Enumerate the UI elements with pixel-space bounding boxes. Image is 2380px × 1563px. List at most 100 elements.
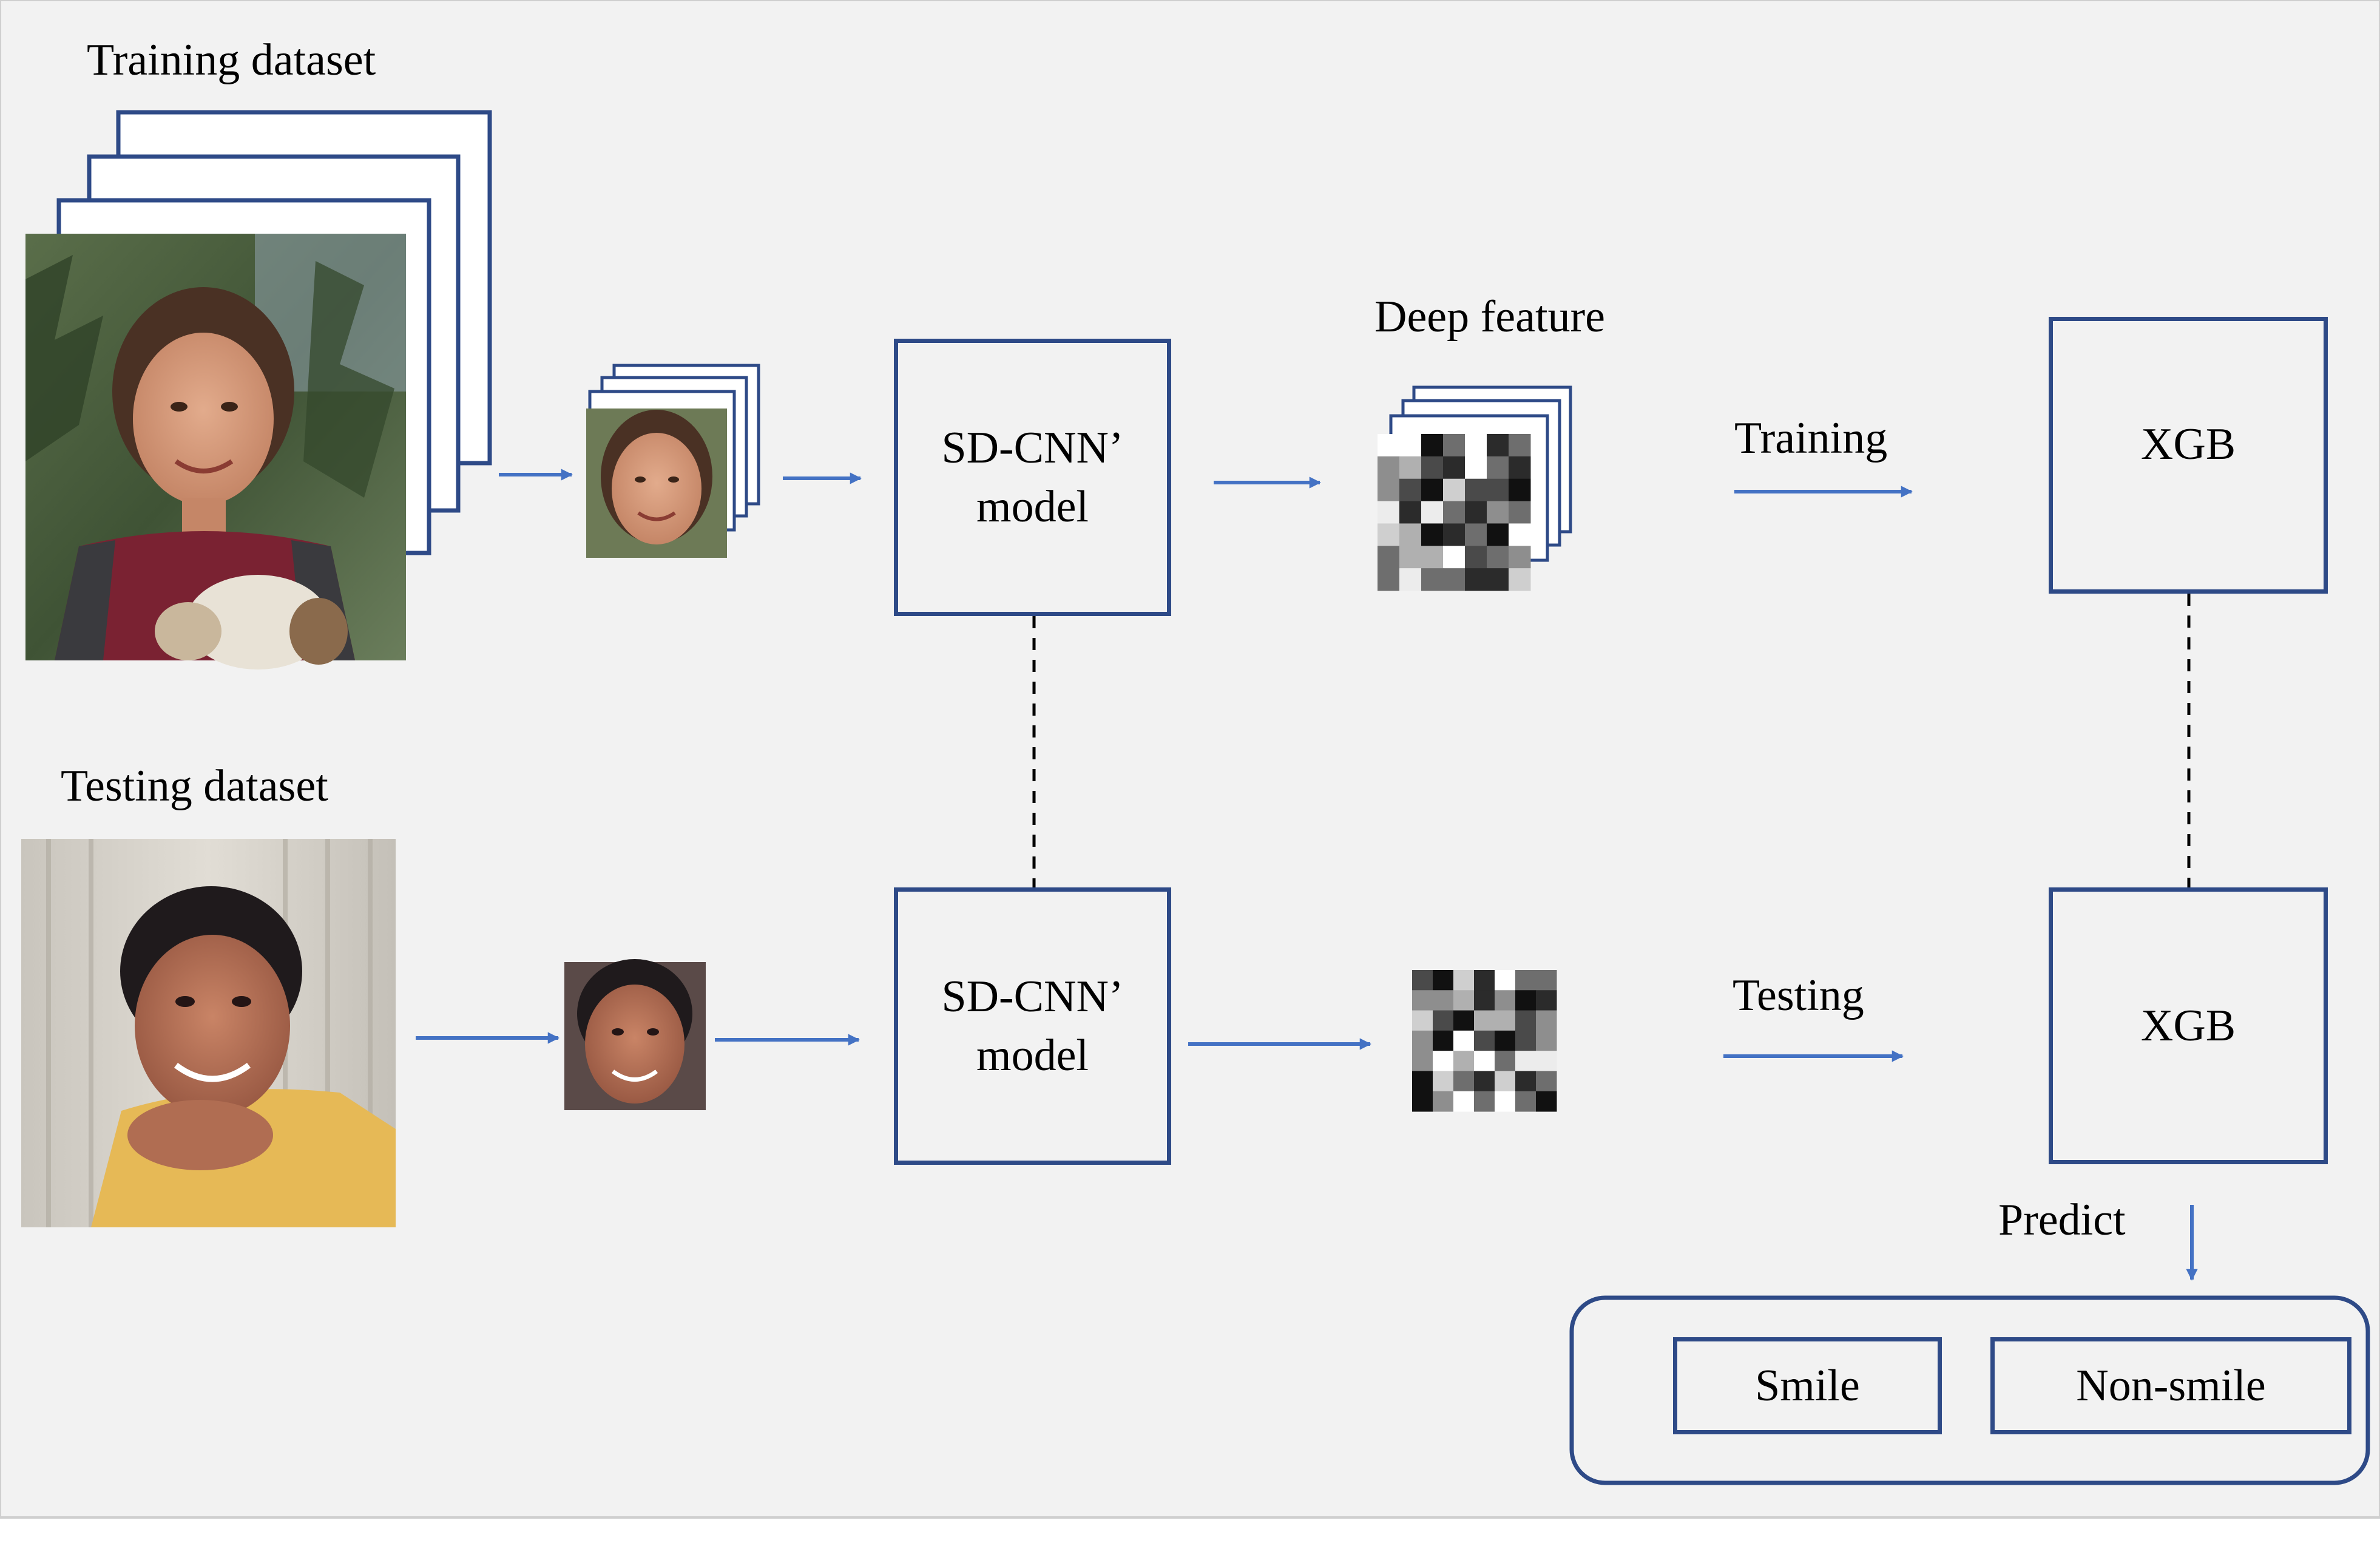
- feature-map-cell: [1378, 546, 1400, 569]
- feature-map-cell: [1487, 434, 1509, 457]
- output-container: [1569, 1295, 2370, 1485]
- feature-map-cell: [1465, 501, 1487, 524]
- feature-map-cell: [1536, 1010, 1557, 1031]
- feature-map-cell: [1465, 523, 1487, 546]
- feature-map-cell: [1536, 1051, 1557, 1071]
- feature-map-cell: [1421, 478, 1444, 502]
- testing-arrow-label: Testing: [1733, 971, 1864, 1020]
- feature-map-cell: [1487, 568, 1509, 591]
- feature-map-cell: [1412, 1051, 1433, 1071]
- feature-map-cell: [1443, 501, 1466, 524]
- xgb-label: XGB: [2140, 1000, 2236, 1051]
- feature-map-cell: [1536, 970, 1557, 991]
- feature-map-cell: [1515, 1010, 1537, 1031]
- feature-map-cell: [1399, 501, 1422, 524]
- feature-map-cell: [1421, 546, 1444, 569]
- feature-map-cell: [1421, 434, 1444, 457]
- smile-label: Smile: [1755, 1360, 1860, 1411]
- feature-map-cell: [1536, 990, 1557, 1011]
- feature-map-cell: [1465, 456, 1487, 480]
- feature-map-cell: [1495, 970, 1516, 991]
- woman-face-crop: [586, 409, 727, 558]
- feature-map-cell: [1453, 1051, 1475, 1071]
- feature-map-cell: [1515, 990, 1537, 1011]
- feature-map-cell: [1399, 478, 1422, 502]
- feature-map-cell: [1495, 990, 1516, 1011]
- feature-map-cell: [1421, 568, 1444, 591]
- feature-map-cell: [1509, 478, 1531, 502]
- feature-map-cell: [1453, 1071, 1475, 1092]
- testing-dataset-label: Testing dataset: [61, 761, 328, 811]
- feature-map-cell: [1509, 501, 1531, 524]
- predict-label: Predict: [1998, 1195, 2126, 1245]
- feature-map-cell: [1465, 434, 1487, 457]
- feature-map-cell: [1433, 1091, 1454, 1112]
- feature-map-cell: [1465, 478, 1487, 502]
- feature-map-cell: [1378, 523, 1400, 546]
- feature-map-cell: [1443, 546, 1466, 569]
- non-smile-class-box: Non-smile: [1990, 1337, 2351, 1434]
- feature-map-cell: [1495, 1071, 1516, 1092]
- feature-map-cell: [1509, 434, 1531, 457]
- feature-map-cell: [1495, 1051, 1516, 1071]
- feature-map-cell: [1412, 1030, 1433, 1051]
- feature-map-cell: [1421, 456, 1444, 480]
- feature-map-cell: [1474, 1010, 1495, 1031]
- feature-map-cell: [1515, 970, 1537, 991]
- feature-map-cell: [1474, 990, 1495, 1011]
- feature-map-cell: [1515, 1051, 1537, 1071]
- feature-map-cell: [1412, 1071, 1433, 1092]
- feature-map-cell: [1474, 1091, 1495, 1112]
- feature-map-cell: [1474, 1071, 1495, 1092]
- feature-map-cell: [1453, 1091, 1475, 1112]
- man-photo: [21, 839, 396, 1227]
- feature-map-cell: [1453, 970, 1475, 991]
- feature-map-cell: [1515, 1071, 1537, 1092]
- feature-map-cell: [1536, 1071, 1557, 1092]
- feature-map-cell: [1412, 970, 1433, 991]
- feature-map-cell: [1443, 478, 1466, 502]
- man-face-crop: [564, 959, 706, 1110]
- feature-map-cell: [1453, 1010, 1475, 1031]
- feature-map-cell: [1378, 456, 1400, 480]
- model-name: SD-CNN’: [941, 423, 1124, 473]
- feature-map-icon: [1412, 970, 1557, 1112]
- feature-map-cell: [1495, 1010, 1516, 1031]
- feature-map-cell: [1412, 1010, 1433, 1031]
- feature-map-cell: [1433, 1010, 1454, 1031]
- feature-map-cell: [1487, 523, 1509, 546]
- xgb-box-test: XGB: [2049, 887, 2328, 1164]
- feature-map-cell: [1421, 523, 1444, 546]
- feature-map-cell: [1433, 970, 1454, 991]
- feature-map-cell: [1443, 434, 1466, 457]
- feature-map-cell: [1399, 546, 1422, 569]
- woman-photo: [25, 234, 406, 670]
- xgb-label: XGB: [2140, 419, 2236, 469]
- feature-map-cell: [1465, 568, 1487, 591]
- feature-map-cell: [1433, 1030, 1454, 1051]
- feature-map-cell: [1378, 568, 1400, 591]
- non-smile-label: Non-smile: [2076, 1360, 2266, 1411]
- feature-map-cell: [1515, 1030, 1537, 1051]
- feature-map-cell: [1474, 970, 1495, 991]
- sd-cnn-model-box-test: SD-CNN’ model: [894, 887, 1171, 1165]
- feature-map-cell: [1536, 1091, 1557, 1112]
- smile-class-box: Smile: [1673, 1337, 1942, 1434]
- feature-map-cell: [1421, 501, 1444, 524]
- sd-cnn-model-box-train: SD-CNN’ model: [894, 339, 1171, 616]
- training-arrow-label: Training: [1734, 413, 1888, 463]
- feature-map-cell: [1378, 501, 1400, 524]
- feature-map-cell: [1487, 478, 1509, 502]
- feature-map-cell: [1495, 1030, 1516, 1051]
- feature-map-cell: [1453, 1030, 1475, 1051]
- feature-map-cell: [1474, 1051, 1495, 1071]
- feature-map-cell: [1399, 456, 1422, 480]
- feature-map-icon: [1378, 434, 1531, 591]
- feature-map-cell: [1487, 546, 1509, 569]
- feature-map-cell: [1465, 546, 1487, 569]
- feature-map-cell: [1474, 1030, 1495, 1051]
- model-name: SD-CNN’: [941, 972, 1124, 1022]
- feature-map-cell: [1399, 568, 1422, 591]
- feature-map-cell: [1495, 1091, 1516, 1112]
